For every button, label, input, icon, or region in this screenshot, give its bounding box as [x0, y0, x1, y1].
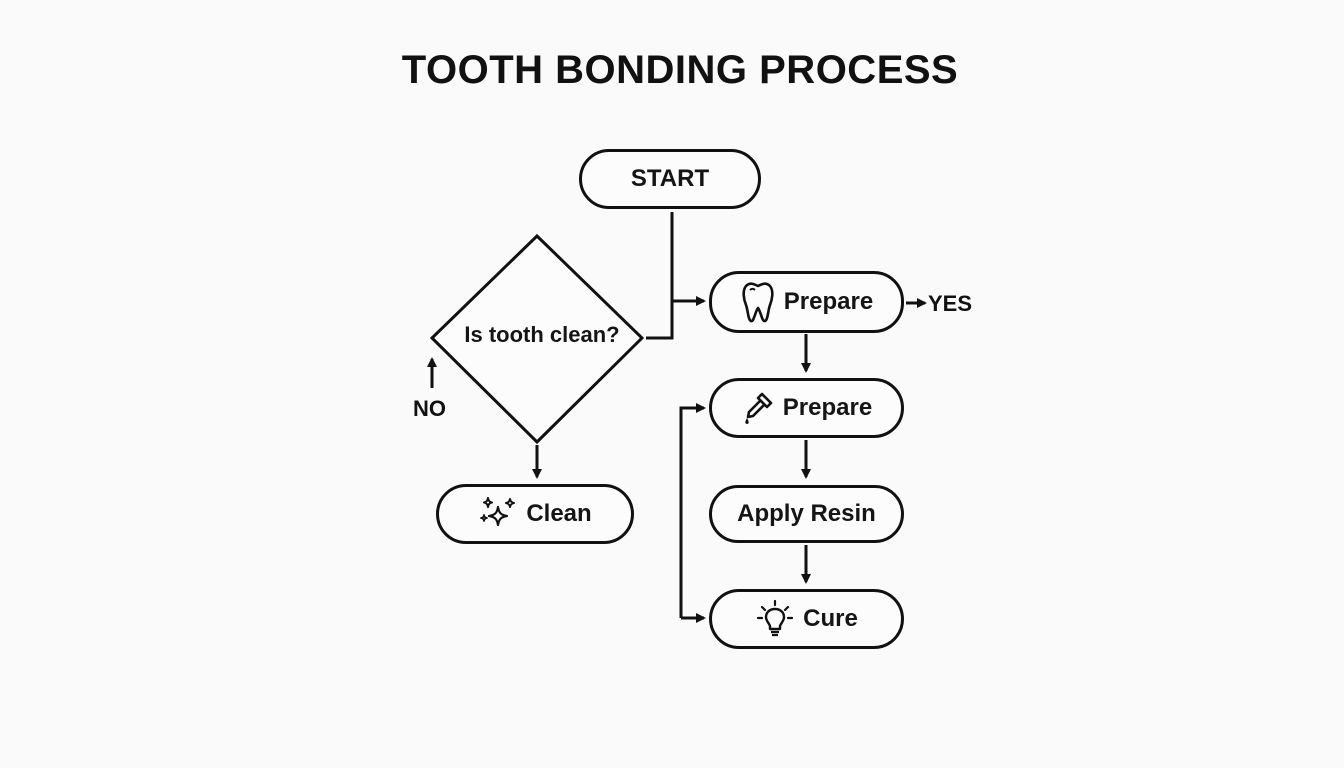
prepare-dropper-node: Prepare — [709, 378, 904, 438]
cure-node: Cure — [709, 589, 904, 649]
lightbulb-icon — [755, 599, 795, 639]
decision-diamond — [429, 233, 645, 445]
cure-label: Cure — [803, 605, 858, 632]
sparkles-icon — [478, 495, 518, 533]
clean-node: Clean — [436, 484, 634, 544]
yes-label: YES — [928, 291, 973, 316]
apply-resin-label: Apply Resin — [737, 500, 876, 527]
decision-label: Is tooth clean? — [464, 322, 620, 347]
clean-label: Clean — [526, 500, 592, 527]
apply-resin-node: Apply Resin — [709, 485, 904, 543]
no-label: NO — [413, 396, 446, 421]
edge-start-to-prepare — [646, 212, 674, 340]
prepare-tooth-node: Prepare — [709, 271, 904, 333]
start-node: START — [579, 149, 761, 209]
start-label: START — [630, 165, 710, 192]
prepare-tooth-label: Prepare — [783, 288, 874, 315]
prepare-dropper-label: Prepare — [782, 394, 873, 421]
tooth-icon — [740, 280, 776, 324]
diagram-title: TOOTH BONDING PROCESS — [401, 48, 959, 92]
dropper-icon — [741, 390, 775, 426]
edge-loop-to-prepare2 — [679, 403, 706, 618]
